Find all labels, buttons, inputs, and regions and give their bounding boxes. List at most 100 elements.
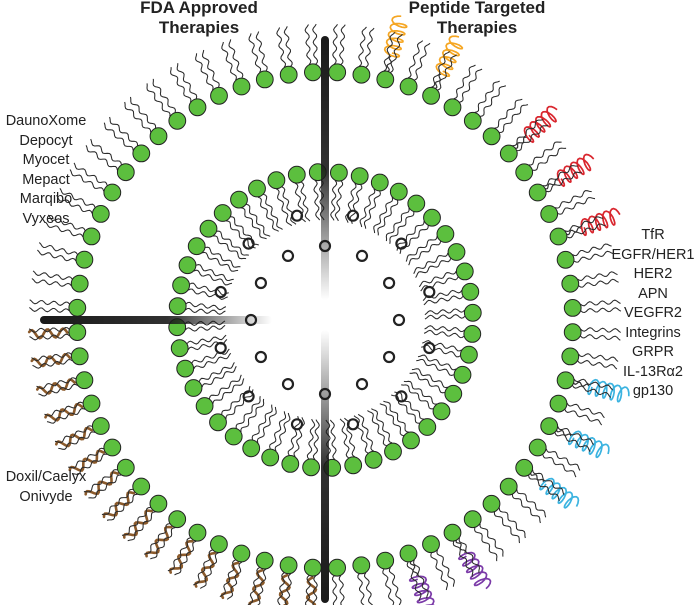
- lipid-tail: [274, 412, 291, 452]
- lipid-tail: [58, 431, 96, 450]
- lipid-tail: [293, 417, 305, 458]
- lipid-head: [232, 544, 251, 563]
- lipid-head: [188, 523, 207, 542]
- lipid-tail: [277, 572, 286, 605]
- lipid-tail: [554, 190, 592, 209]
- lipid-tail: [256, 406, 277, 443]
- lipid-head: [267, 171, 286, 190]
- lipid-head: [461, 282, 480, 301]
- lipid-tail: [422, 340, 463, 352]
- lipid-tail: [38, 383, 78, 397]
- lipid-head: [364, 450, 383, 469]
- lipid-tail: [240, 398, 265, 433]
- lipid-head: [209, 413, 227, 432]
- lipid-head: [528, 183, 547, 202]
- pegylated-product: Doxil/Caelyx: [5, 469, 87, 485]
- lipid-head: [344, 456, 363, 475]
- lipid-tail: [44, 401, 83, 417]
- lipid-tail: [221, 41, 237, 81]
- lipid-tail: [88, 474, 122, 499]
- lipid-tail: [546, 171, 582, 193]
- peptide-helix: [523, 105, 558, 144]
- lipid-tail: [235, 396, 261, 429]
- lipid-head: [178, 256, 197, 275]
- lipid-tail: [276, 27, 286, 68]
- quadrant-dividers: [40, 36, 329, 603]
- lipid-tail: [59, 188, 96, 208]
- drug-cargo: [214, 285, 227, 299]
- lipid-tail: [339, 24, 346, 65]
- peptide-helix: [567, 430, 610, 459]
- lipid-tail: [494, 98, 523, 129]
- lipid-tail: [383, 400, 409, 433]
- lipid-head: [330, 163, 348, 182]
- peptide-helix: [556, 153, 595, 188]
- drug-cargo: [383, 350, 396, 364]
- lipid-tail: [580, 299, 621, 307]
- lipid-tail: [226, 561, 243, 600]
- lipid-head: [561, 347, 580, 366]
- lipid-head: [172, 276, 191, 295]
- lipid-tail: [424, 325, 465, 333]
- drug-cargo: [355, 249, 369, 262]
- lipid-tail: [330, 180, 338, 221]
- lipid-tail: [32, 359, 73, 369]
- lipid-tail: [383, 32, 396, 72]
- lipid-tail: [193, 549, 213, 586]
- lipid-tail: [413, 252, 449, 274]
- lipid-tail: [379, 403, 404, 437]
- lipid-head: [453, 365, 472, 384]
- lipid-tail: [423, 295, 464, 306]
- lipid-head: [540, 205, 559, 223]
- lipid-tail: [37, 249, 77, 262]
- lipid-head: [168, 111, 187, 130]
- lipid-head: [224, 427, 243, 446]
- lipid-head: [149, 127, 168, 146]
- lipid-head: [210, 535, 228, 554]
- heading-peptide-line2: Therapies: [436, 18, 518, 37]
- drug-cargo: [383, 276, 396, 290]
- lipid-head: [499, 477, 518, 496]
- lipid-tail: [377, 200, 399, 236]
- lipid-tail: [359, 188, 376, 228]
- lipid-head-layer: [68, 63, 582, 577]
- lipid-tail: [557, 197, 596, 215]
- lipid-tail: [396, 221, 425, 251]
- lipid-tail: [344, 417, 356, 458]
- peptide-helix: [457, 551, 492, 590]
- lipid-tail: [516, 124, 549, 152]
- lipid-head: [210, 86, 228, 105]
- lipid-tail: [498, 507, 526, 539]
- lipid-tail: [420, 276, 459, 292]
- peptide-linker: [514, 136, 527, 149]
- drug-cargo: [254, 350, 267, 364]
- lipid-tail: [459, 68, 483, 103]
- lipid-tail: [202, 251, 239, 272]
- lipid-tail: [338, 575, 345, 605]
- lipid-tail: [306, 418, 316, 460]
- lipid-head: [242, 439, 261, 458]
- lipid-head: [91, 205, 110, 223]
- peptide-linker: [544, 179, 559, 190]
- lipid-tail: [304, 24, 312, 65]
- drug-cargo: [214, 341, 227, 355]
- lipid-tail: [577, 359, 618, 370]
- lipid-tail: [198, 362, 235, 382]
- lipid-tail: [564, 409, 603, 426]
- drug-cargo: [355, 378, 369, 391]
- lipid-tail: [143, 523, 170, 555]
- lipid-tail: [573, 250, 614, 263]
- lipid-tail: [230, 216, 259, 246]
- lipid-head: [444, 384, 463, 403]
- lipid-tail: [371, 408, 393, 444]
- lipid-tail: [199, 552, 219, 589]
- lipid-tail: [246, 203, 271, 237]
- lipid-tail: [566, 402, 605, 419]
- drug-cargo: [290, 418, 304, 431]
- heading-fda-line2: Therapies: [158, 18, 240, 37]
- lipid-tail: [357, 573, 365, 605]
- lipid-tail: [580, 327, 622, 333]
- lipid-head: [103, 438, 122, 457]
- lipid-tail: [545, 448, 581, 471]
- lipid-tail: [255, 31, 268, 72]
